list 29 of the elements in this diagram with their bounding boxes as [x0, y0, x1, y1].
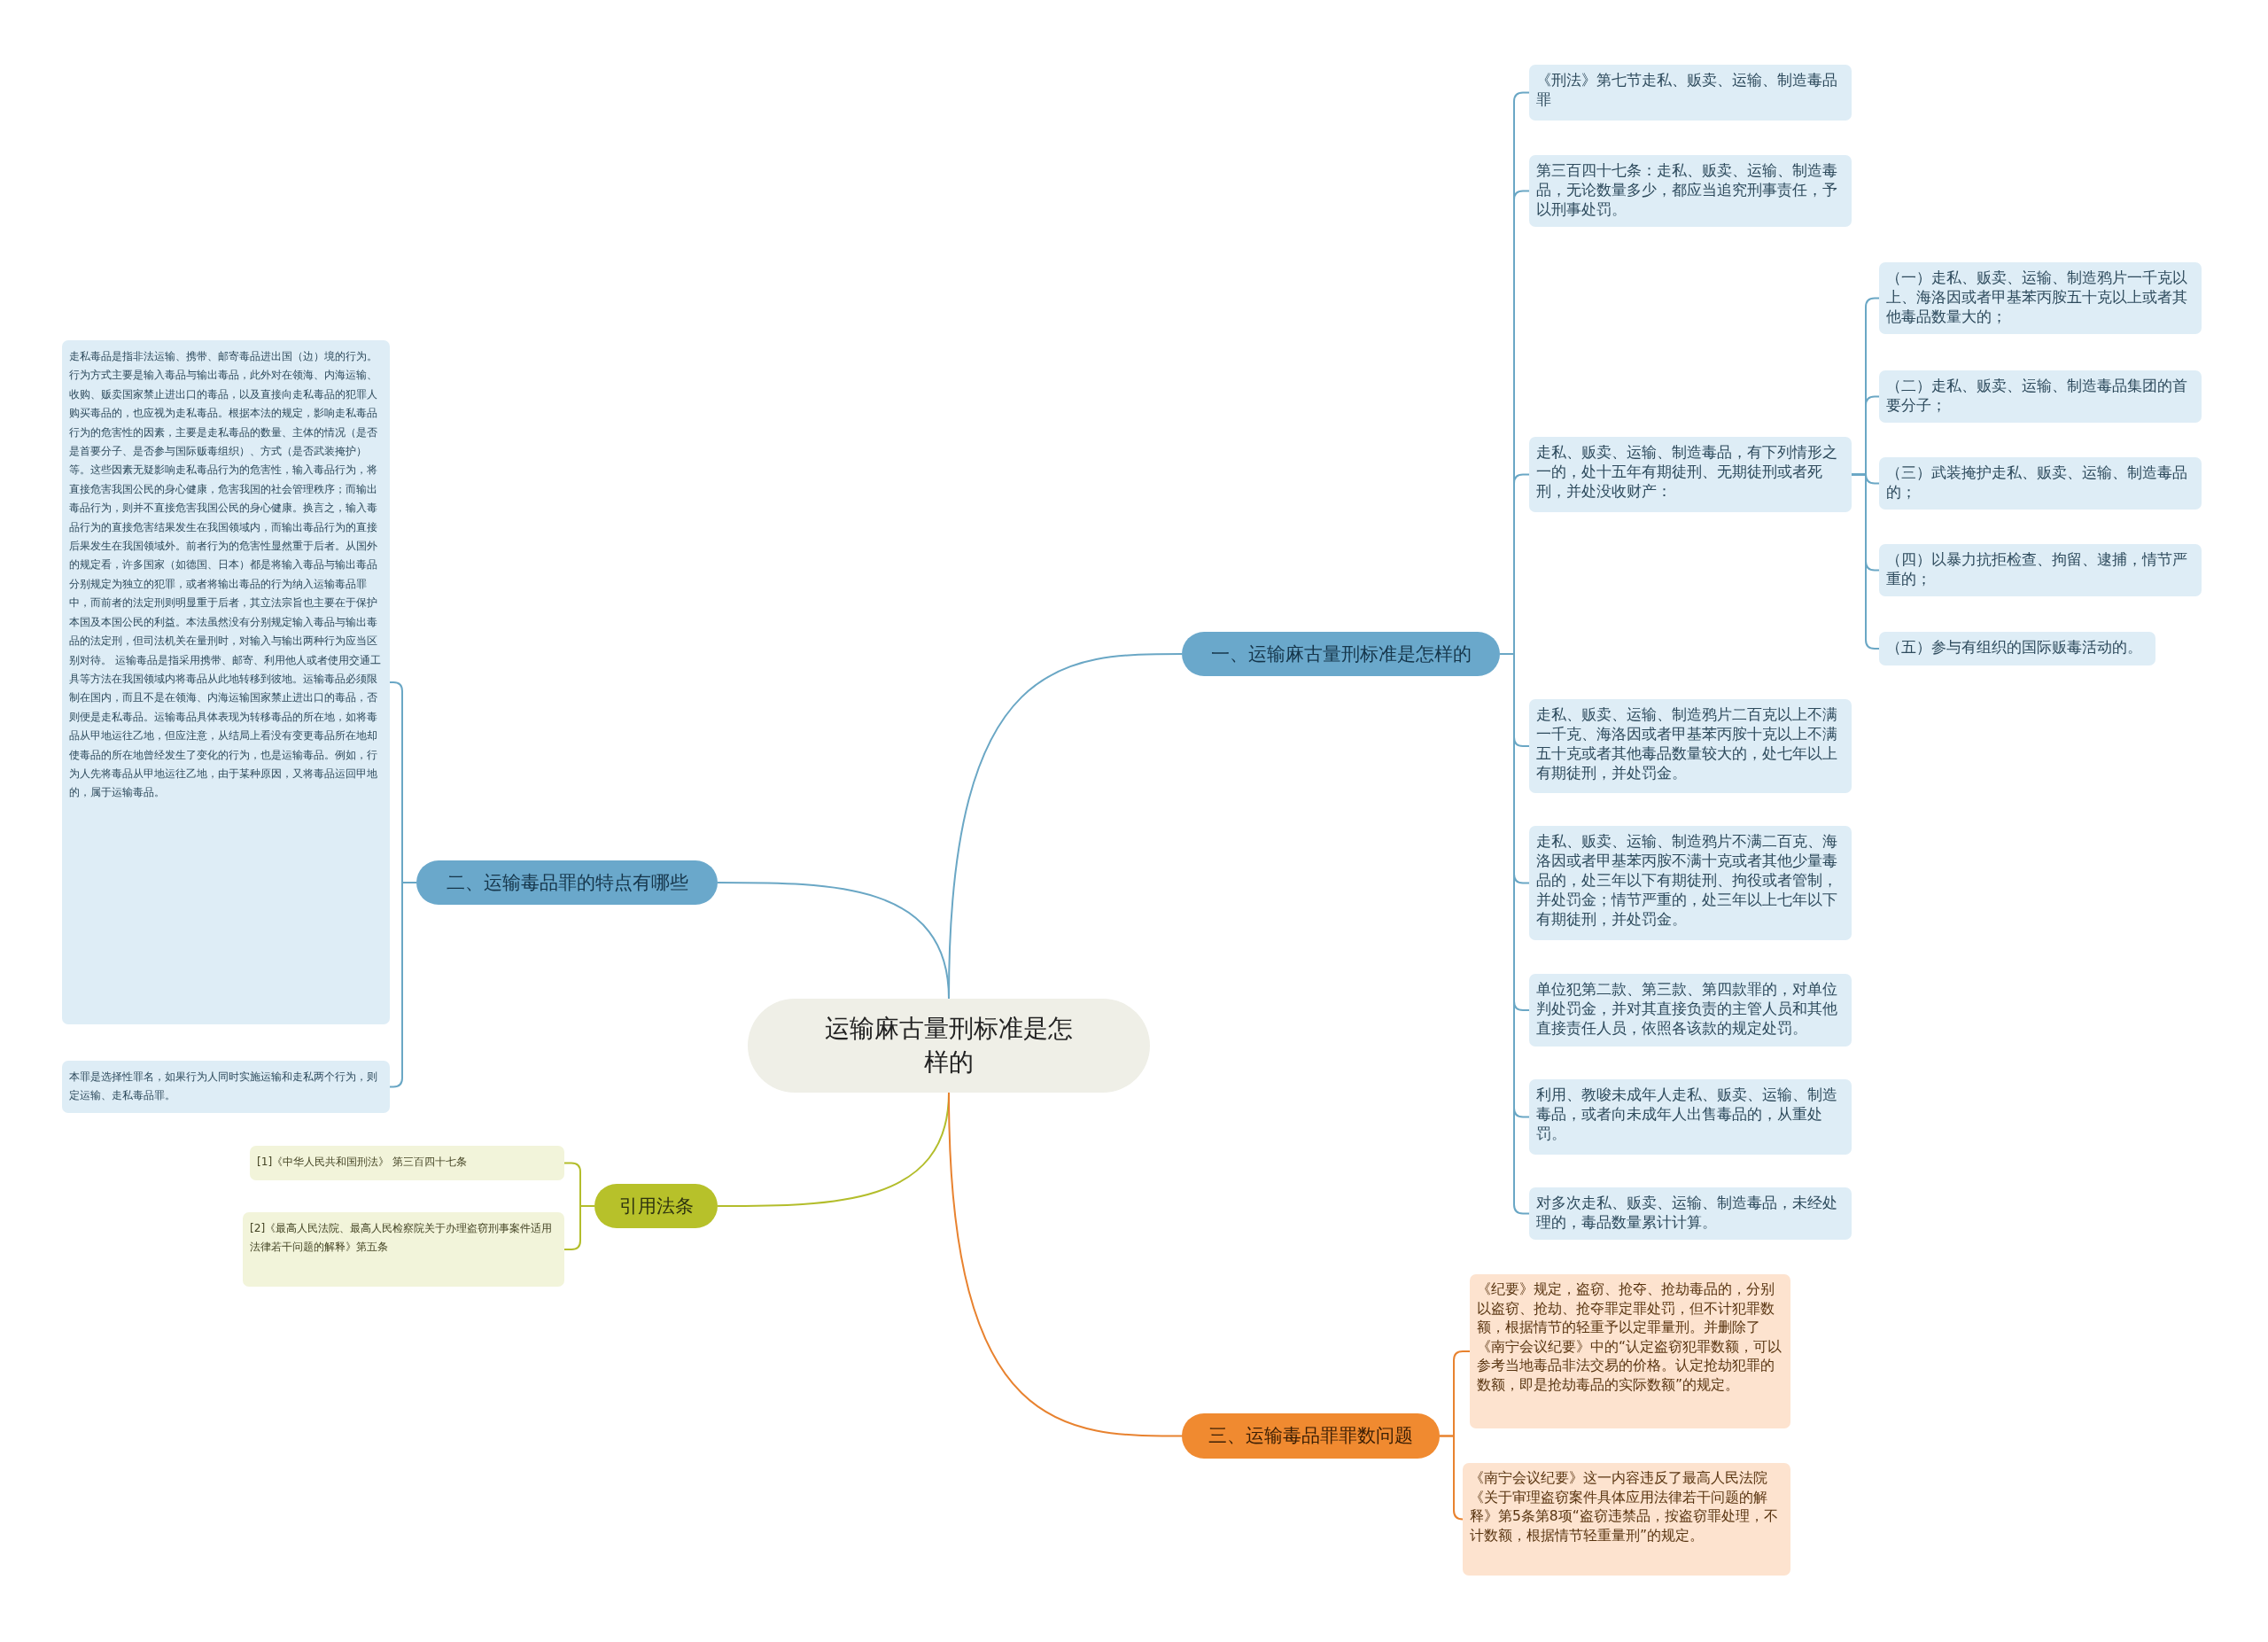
text-card: [1]《中华人民共和国刑法》 第三百四十七条 [250, 1146, 564, 1180]
text-card: 走私、贩卖、运输、制造鸦片二百克以上不满一千克、海洛因或者甲基苯丙胺十克以上不满五十克或者其他毒品数量较大的，处七年以上有期徒刑，并处罚金。 [1529, 699, 1852, 793]
connector-line [948, 1092, 1183, 1437]
text-card: 利用、教唆未成年人走私、贩卖、运输、制造毒品，或者向未成年人出售毒品的，从重处罚。 [1529, 1079, 1852, 1155]
text-card: 单位犯第二款、第三款、第四款罪的，对单位判处罚金，并对其直接负责的主管人员和其他直接责任人员，依照各该款的规定处罚。 [1529, 974, 1852, 1047]
connector-line [1439, 1435, 1464, 1521]
text-card: 第三百四十七条：走私、贩卖、运输、制造毒品，无论数量多少，都应当追究刑事责任，予以刑事处罚。 [1529, 155, 1852, 227]
text-card: 走私、贩卖、运输、制造鸦片不满二百克、海洛因或者甲基苯丙胺不满十克或者其他少量毒品的，处三年以下有期徒刑、拘役或者管制，并处罚金；情节严重的，处三年以上七年以下有期徒刑，并处罚金。 [1529, 826, 1852, 940]
text-card: 《纪要》规定，盗窃、抢夺、抢劫毒品的，分别以盗窃、抢劫、抢夺罪定罪处罚，但不计犯罪数额，根据情节的轻重予以定罪量刑。并删除了《南宁会议纪要》中的“认定盗窃犯罪数额，可以参考当地毒品非法交易的价格。认定抢劫犯罪的数额，即是抢劫毒品的实际数额”的规定。 [1470, 1274, 1790, 1428]
text-card: 走私毒品是指非法运输、携带、邮寄毒品进出国（边）境的行为。行为方式主要是输入毒品与输出毒品，此外对在领海、内海运输、收购、贩卖国家禁止进出口的毒品，以及直接向走私毒品的犯罪人购买毒品的，也应视为走私毒品。根据本法的规定，影响走私毒品行为的危害性的因素，主要是走私毒品的数量、主体的情况（是否是首要分子、是否参与国际贩毒组织）、方式（是否武装掩护）等。这些因素无疑影响走私毒品行为的危害性，输入毒品行为，将直接危害我国公民的身心健康，危害我国的社会管理秩序；而输出毒品行为，则并不直接危害我国公民的身心健康。换言之，输入毒品行为的直接危害结果发生在我国领域内，而输出毒品行为的直接后果发生在我国领域外。前者行为的危害性显然重于后者。从国外的规定看，许多国家（如德国、日本）都是将输入毒品与输出毒品分别规定为独立的犯罪，或者将输出毒品的行为纳入运输毒品罪中，而前者的法定刑则明显重于后者，其立法宗旨也主要在于保护本国及本国公民的利益。本法虽然没有分别规定输入毒品与输出毒品的法定刑，但司法机关在量刑时，对输入与输出两种行为应当区别对待。 运输毒品是指采用携带、邮寄、利用他人或者使用交通工具等方法在我国领域内将毒品从此地转移到彼地。运输毒品必须限制在国内，而且不是在领海、内海运输国家禁止进出口的毒品，否则便是走私毒品。运输毒品具体表现为转移毒品的所在地，如将毒品从甲地运往乙地，但应注意，从结局上看没有变更毒品所在地却使毒品的所在地曾经发生了变化的行为，也是运输毒品。例如，行为人先将毒品从甲地运往乙地，由于某种原因，又将毒品运回甲地的，属于运输毒品。 [62, 340, 390, 1024]
text-card: 本罪是选择性罪名，如果行为人同时实施运输和走私两个行为，则定运输、走私毒品罪。 [62, 1061, 390, 1113]
branch-topic: 二、运输毒品罪的特点有哪些 [416, 860, 718, 905]
branch-topic: 一、运输麻古量刑标准是怎样的 [1182, 632, 1500, 676]
text-card: 《南宁会议纪要》这一内容违反了最高人民法院《关于审理盗窃案件具体应用法律若干问题的解释》第5条第8项“盗窃违禁品，按盗窃罪处理，不计数额，根据情节轻重量刑”的规定。 [1463, 1463, 1790, 1576]
text-card: 对多次走私、贩卖、运输、制造毒品，未经处理的，毒品数量累计计算。 [1529, 1187, 1852, 1240]
text-card: [2]《最高人民法院、最高人民检察院关于办理盗窃刑事案件适用法律若干问题的解释》第五条 [243, 1212, 564, 1287]
connector-line [717, 882, 950, 1000]
text-card: （四）以暴力抗拒检查、拘留、逮捕，情节严重的； [1879, 544, 2202, 596]
central-topic: 运输麻古量刑标准是怎样的 [748, 999, 1150, 1093]
text-card: （二）走私、贩卖、运输、制造毒品集团的首要分子； [1879, 370, 2202, 423]
text-card: （三）武装掩护走私、贩卖、运输、制造毒品的； [1879, 457, 2202, 510]
text-card: 《刑法》第七节走私、贩卖、运输、制造毒品罪 [1529, 65, 1852, 121]
text-card: （五）参与有组织的国际贩毒活动的。 [1879, 632, 2155, 665]
branch-topic: 引用法条 [594, 1184, 718, 1228]
text-card: （一）走私、贩卖、运输、制造鸦片一千克以上、海洛因或者甲基苯丙胺五十克以上或者其他毒品数量大的； [1879, 262, 2202, 334]
connector-line [389, 882, 417, 1088]
connector-line [563, 1205, 595, 1250]
text-card: 走私、贩卖、运输、制造毒品，有下列情形之一的，处十五年有期徒刑、无期徒刑或者死刑，并处没收财产： [1529, 437, 1852, 512]
branch-topic: 三、运输毒品罪罪数问题 [1182, 1413, 1440, 1459]
